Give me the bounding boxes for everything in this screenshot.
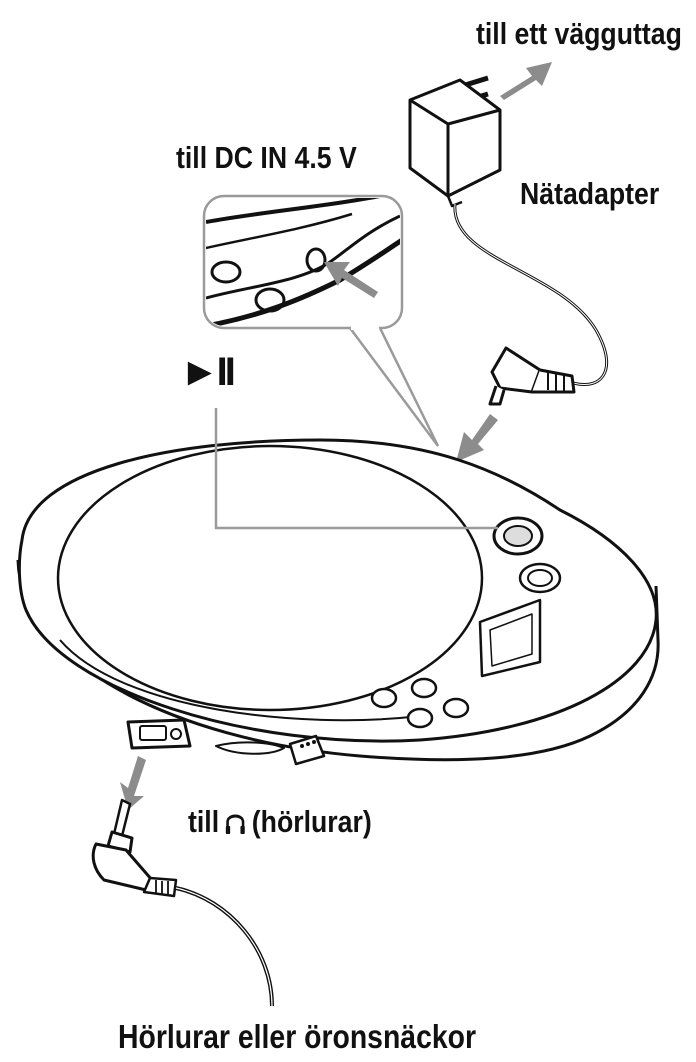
- ac-adapter: [408, 75, 502, 208]
- wall-outlet-label: till ett vägguttag: [476, 16, 682, 51]
- headphone-cable: [175, 886, 274, 1007]
- arrow-icon: [324, 262, 378, 298]
- headphones-jack-prefix: till: [188, 804, 220, 839]
- cd-player: [16, 438, 660, 766]
- earphones-label: Hörlurar eller öronsnäckor: [118, 1018, 477, 1055]
- dc-plug: [488, 346, 576, 406]
- arrow-icon: [500, 62, 552, 100]
- headphones-jack-label: till (hörlurar): [188, 804, 372, 840]
- headphones-jack-suffix: (hörlurar): [251, 804, 372, 839]
- ac-adapter-label: Nätadapter: [520, 176, 660, 211]
- dc-in-callout: [202, 194, 440, 447]
- adapter-cable: [453, 203, 609, 387]
- arrow-icon: [456, 414, 498, 462]
- headphones-icon: [225, 814, 245, 834]
- dc-in-label: till DC IN 4.5 V: [176, 140, 357, 175]
- headphone-plug: [91, 798, 178, 898]
- play-pause-label: ►II: [180, 350, 236, 394]
- arrow-icon: [120, 756, 146, 810]
- play-pause-leader: [214, 408, 498, 530]
